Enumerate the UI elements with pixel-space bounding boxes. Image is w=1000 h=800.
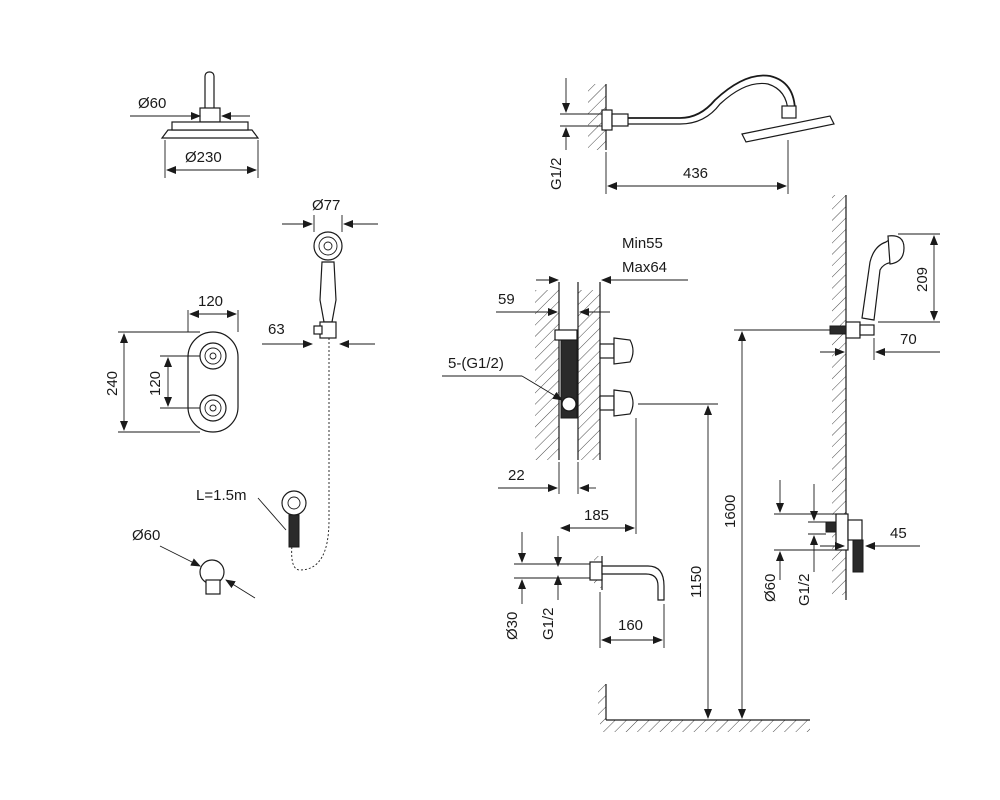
lower-knob (199, 394, 227, 422)
valve-section-view: Min55 Max64 59 5-(G1/2) 22 185 (442, 235, 688, 534)
dim-spout-length: 160 (618, 617, 643, 634)
dim-arm-thread: G1/2 (548, 157, 565, 190)
dim-depth-min: Min55 (622, 235, 663, 252)
shower-arm-side-view: G1/2 436 (548, 74, 835, 194)
dim-knob-spacing: 120 (147, 371, 164, 396)
dim-outlet-diameter: Ø60 (762, 574, 779, 602)
dim-outlet-thread: G1/2 (796, 573, 813, 606)
control-plate-front-view: 120 240 120 (104, 293, 239, 433)
dim-holder: 63 (268, 321, 285, 338)
dim-depth-max: Max64 (622, 259, 667, 276)
dim-arm-projection: 436 (683, 165, 708, 182)
head-shower-plan-view: Ø60 Ø230 (130, 71, 260, 178)
dim-spout-thread: G1/2 (540, 607, 557, 640)
dim-height-1150: 1150 (688, 566, 705, 598)
dim-elbow-diameter: Ø60 (132, 527, 160, 544)
upper-handle (599, 337, 634, 365)
hose-length-label: L=1.5m (196, 487, 246, 504)
spout-side-view: Ø30 G1/2 160 (504, 532, 665, 648)
lower-handle (599, 389, 634, 417)
dim-handshower-diameter: Ø77 (312, 197, 340, 214)
installation-heights: 1150 1600 (598, 329, 832, 732)
dim-handshower-projection: 70 (900, 331, 917, 348)
dim-22: 22 (508, 467, 525, 484)
dim-plate-width: 120 (198, 293, 223, 310)
dim-outlet-projection: 45 (890, 525, 907, 542)
dim-handshower-height: 209 (914, 267, 931, 292)
dim-185: 185 (584, 507, 609, 524)
dim-spout-diameter: Ø30 (504, 612, 521, 640)
dim-head-arm-diameter: Ø60 (138, 95, 166, 112)
dim-height-1600: 1600 (722, 495, 739, 528)
outlets-label: 5-(G1/2) (448, 355, 504, 372)
handshower-front-view: Ø77 63 L=1.5m (196, 197, 378, 571)
dim-59: 59 (498, 291, 515, 308)
dim-head-diameter: Ø230 (185, 149, 222, 166)
upper-knob (199, 342, 227, 370)
wall-elbow-view: Ø60 (132, 527, 256, 599)
handshower-side-view: 209 70 (820, 195, 940, 600)
dim-plate-height: 240 (104, 371, 121, 396)
wall-outlet-side-view: Ø60 G1/2 45 (762, 480, 920, 606)
